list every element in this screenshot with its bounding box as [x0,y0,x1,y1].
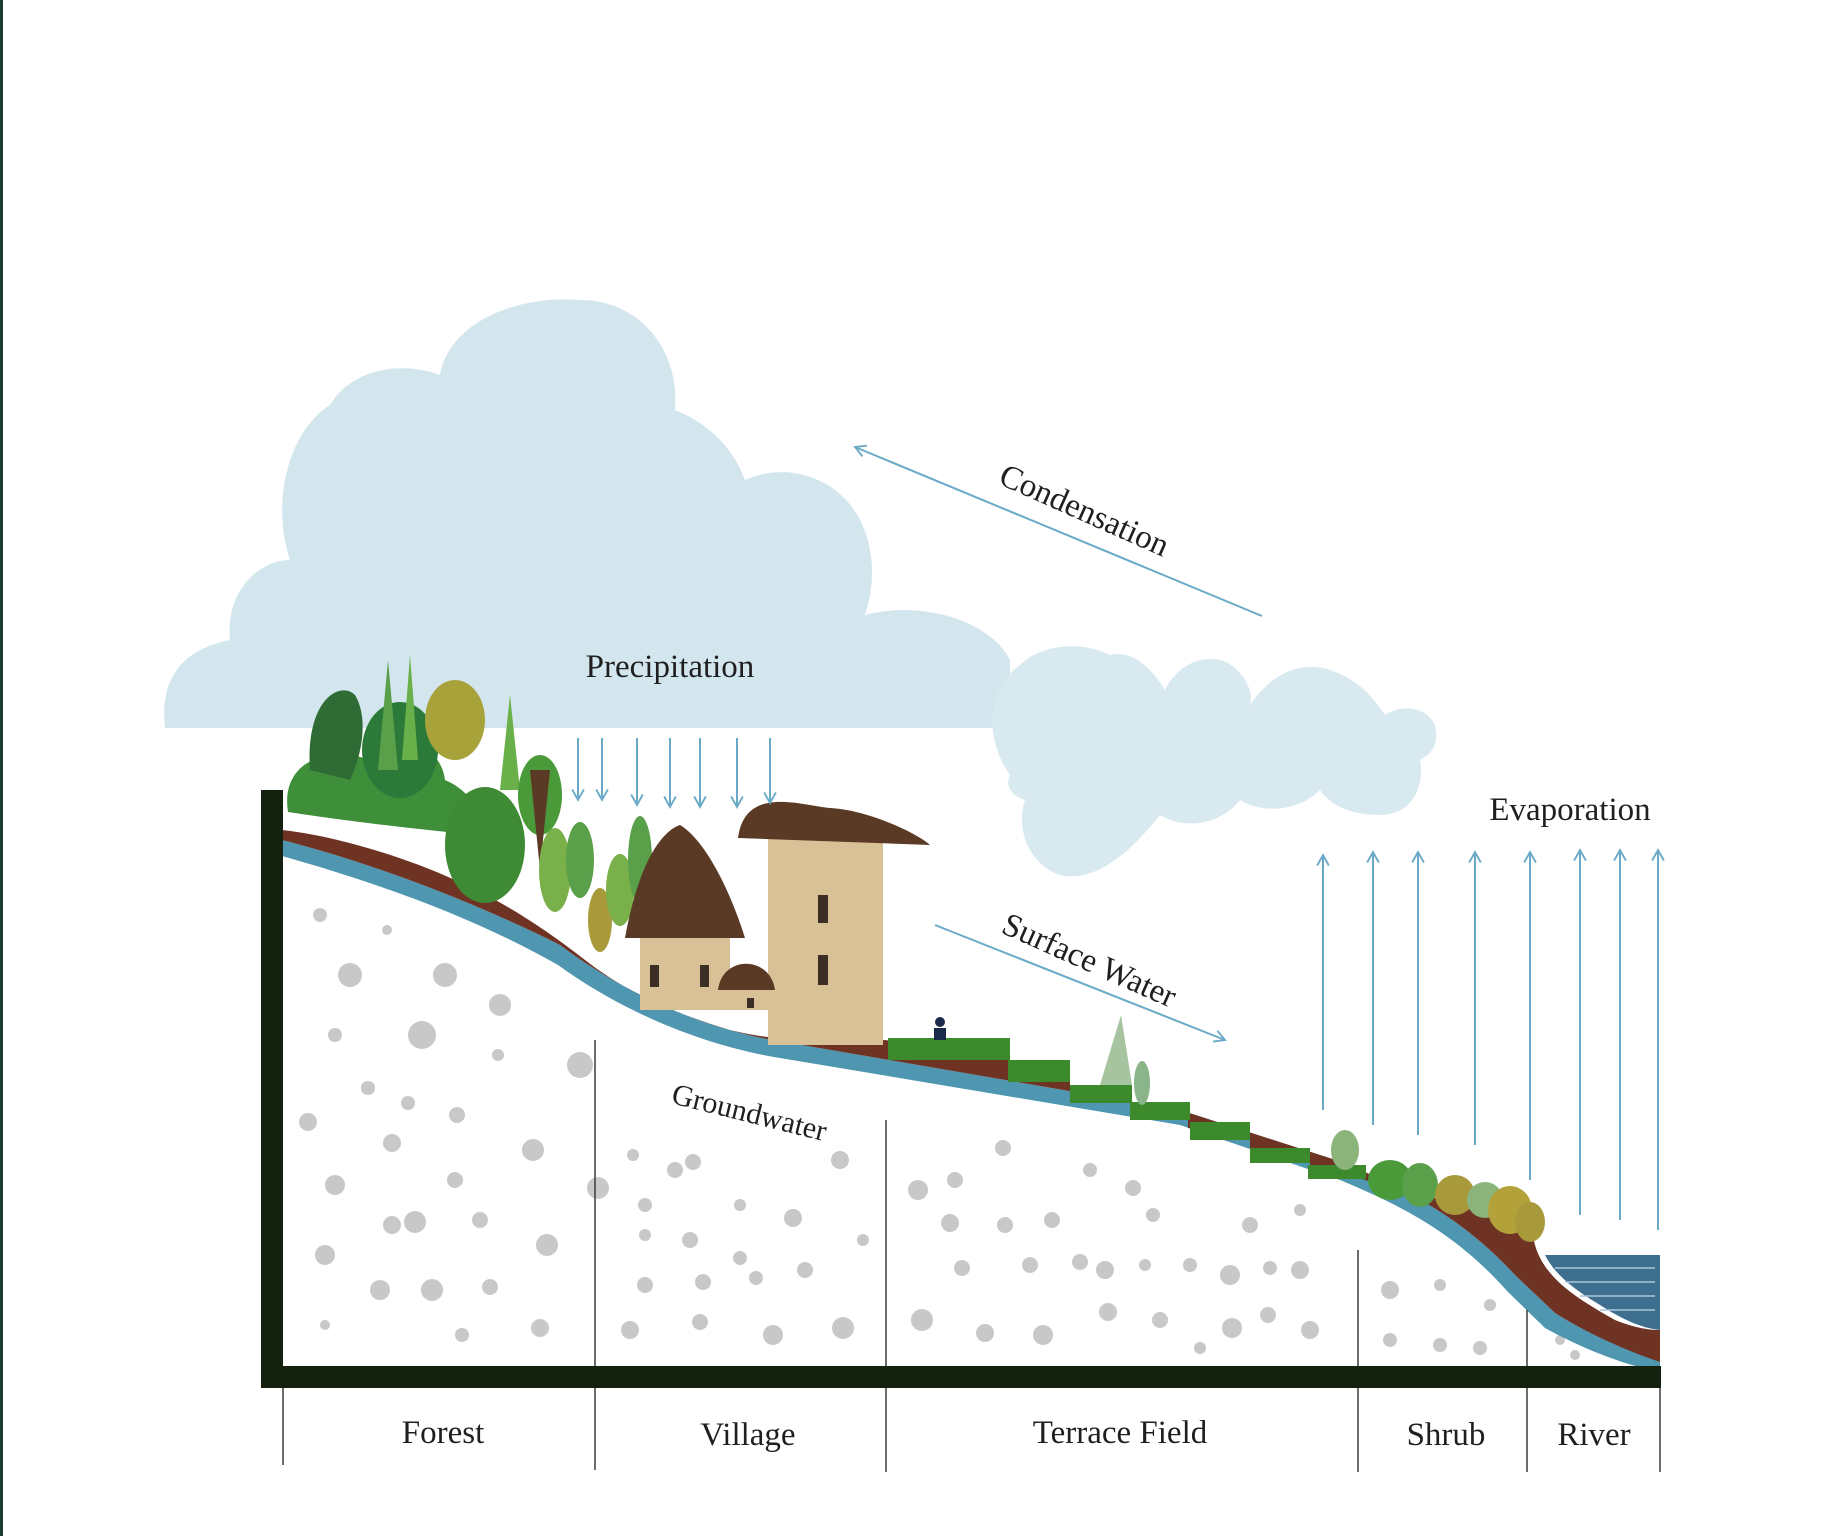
forest-trees [287,655,652,952]
zone-label-forest: Forest [402,1415,485,1451]
village-houses [625,801,930,1045]
river-waves [1555,1267,1655,1311]
condensation-arrow [853,444,1263,617]
evaporation-label: Evaporation [1489,792,1650,828]
frame-left-wall [261,790,283,1385]
terrace-steps [888,1015,1366,1179]
cloud-small [992,646,1437,877]
zone-dividers-ground [594,1040,1528,1366]
soil-layer [282,830,1660,1362]
shrubs [1331,1130,1545,1242]
ground-body [282,850,1660,1375]
surface-water-arrow [934,924,1227,1043]
frame-bottom [261,1366,1661,1388]
zone-dividers-axis [282,1388,1661,1472]
groundwater-layer [282,840,1660,1372]
evaporation-arrows [1316,848,1665,1230]
zone-label-shrub: Shrub [1407,1417,1486,1453]
precipitation-label: Precipitation [586,649,755,685]
stones [299,908,1580,1360]
zone-label-terrace-field: Terrace Field [1033,1415,1208,1451]
cloud-large [164,299,1010,728]
page-edge-line [0,0,3,1536]
zone-label-river: River [1557,1417,1630,1453]
zone-label-village: Village [700,1417,795,1453]
river-water [1545,1255,1660,1330]
precipitation-arrows [571,738,777,809]
condensation-label: Condensation [994,458,1174,565]
